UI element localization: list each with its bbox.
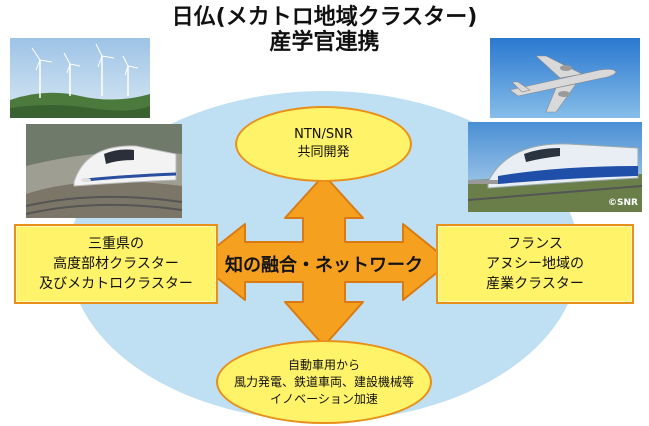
title-line-2: 産学官連携 [269, 30, 380, 55]
photo-credit: ©SNR [608, 198, 638, 208]
shinkansen-photo [26, 124, 182, 218]
node-top-line-2: 共同開発 [297, 145, 350, 160]
node-left-line-3: 及びメカトロクラスター [39, 276, 193, 292]
title-line-1: 日仏(メカトロ地域クラスター) [171, 5, 478, 30]
node-bottom-line-1: 自動車用から [287, 357, 360, 372]
page-title: 日仏(メカトロ地域クラスター) 産学官連携 [0, 6, 649, 55]
wind-turbines-photo [10, 38, 150, 118]
node-right-line-2: アヌシー地域の [486, 256, 584, 272]
node-right-line-3: 産業クラスター [486, 276, 584, 292]
node-bottom-innovation: 自動車用から 風力発電、鉄道車両、建設機械等 イノベーション加速 [216, 340, 432, 424]
node-bottom-line-3: イノベーション加速 [270, 391, 378, 406]
node-right-annecy-cluster: フランス アヌシー地域の 産業クラスター [436, 224, 634, 304]
node-left-mie-cluster: 三重県の 高度部材クラスター 及びメカトロクラスター [14, 224, 218, 304]
node-bottom-line-2: 風力発電、鉄道車両、建設機械等 [233, 374, 414, 389]
node-left-line-2: 高度部材クラスター [53, 256, 179, 272]
tgv-train-photo: ©SNR [468, 122, 642, 212]
center-label: 知の融合・ネットワーク [225, 255, 423, 276]
node-left-line-1: 三重県の [87, 236, 144, 252]
airplane-photo [490, 38, 640, 118]
node-top-joint-development: NTN/SNR 共同開発 [235, 106, 412, 182]
node-top-line-1: NTN/SNR [294, 127, 353, 142]
node-right-line-1: フランス [507, 236, 563, 252]
